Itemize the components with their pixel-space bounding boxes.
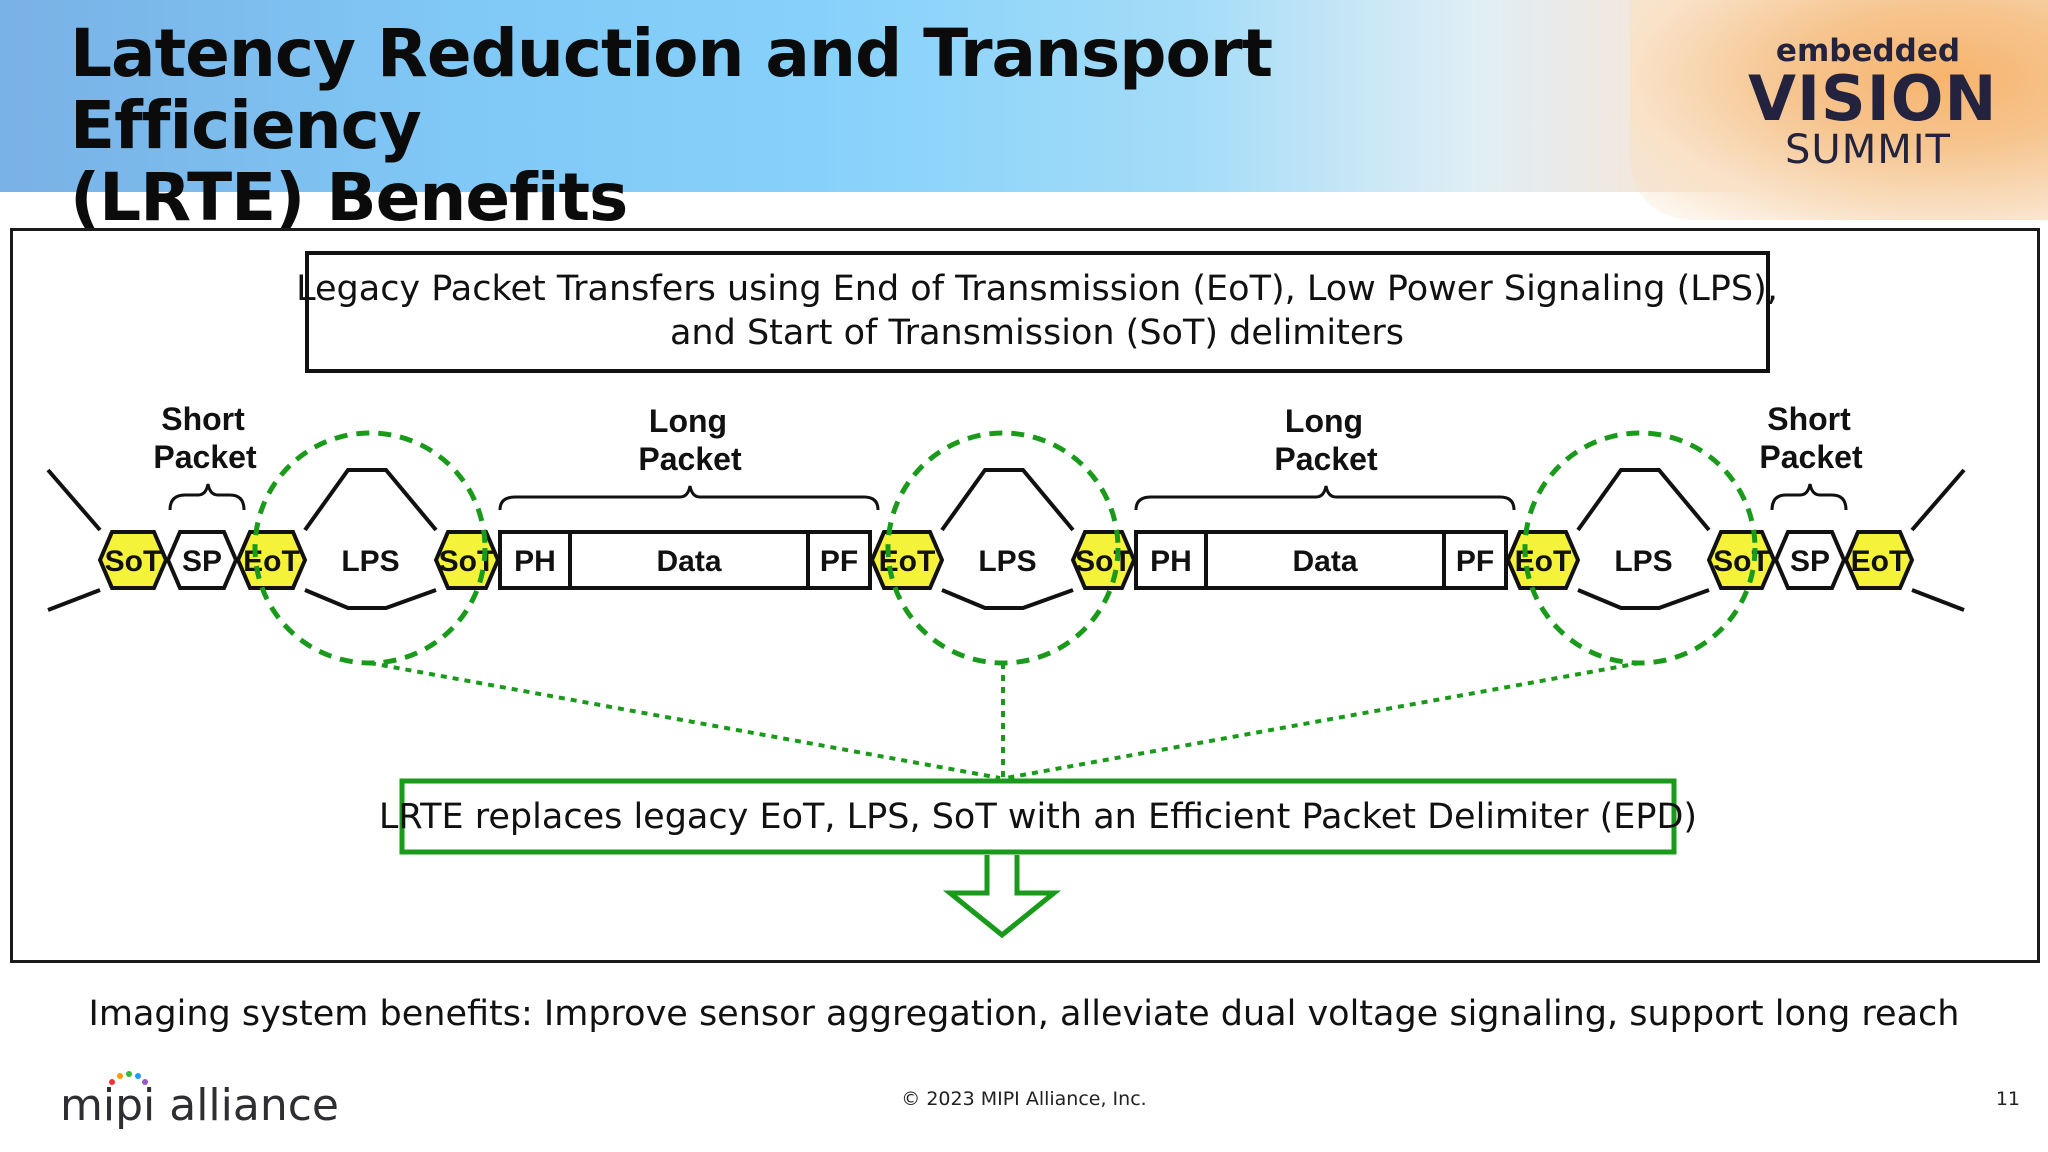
pf-label: PF — [1456, 545, 1494, 578]
lead-line-bottom-right — [1911, 588, 1965, 612]
segment-ph: PH — [1134, 530, 1208, 590]
segment-sp: SP — [165, 530, 239, 590]
segment-eot: EoT — [1505, 530, 1581, 590]
sp-label: SP — [1790, 545, 1830, 578]
legacy-text-line-2: and Start of Transmission (SoT) delimite… — [670, 313, 1404, 353]
brace-label-line1: Short — [161, 401, 245, 437]
logo-line-vision: VISION — [1748, 62, 1998, 135]
title-line-1: Latency Reduction and Transport Efficien… — [70, 15, 1273, 164]
segment-sot: SoT — [1070, 530, 1137, 590]
brace-label-long-right: Long Packet — [1274, 403, 1378, 477]
brace-label-line1: Long — [649, 403, 727, 439]
lps-hump-2 — [940, 468, 1075, 610]
data-box — [568, 530, 810, 590]
eot-label: EoT — [1851, 545, 1908, 578]
benefits-text: Imaging system benefits: Improve sensor … — [88, 994, 1960, 1034]
lps-hump-1 — [303, 468, 438, 610]
converge-line-right — [1005, 661, 1641, 780]
lead-line-bottom-left — [47, 588, 101, 612]
copyright-text: © 2023 MIPI Alliance, Inc. — [901, 1088, 1147, 1110]
segment-eot: EoT — [1843, 530, 1915, 590]
legacy-text-line-1: Legacy Packet Transfers using End of Tra… — [296, 269, 1778, 309]
title-line-2: (LRTE) Benefits — [70, 159, 628, 236]
brace-label-line1: Short — [1767, 401, 1851, 437]
lps-label: LPS — [1614, 545, 1672, 578]
segment-lps: LPS — [341, 545, 399, 578]
eot-label: EoT — [243, 545, 300, 578]
brace-label-line2: Packet — [638, 441, 742, 477]
segment-lps: LPS — [978, 545, 1036, 578]
segment-data: Data — [1204, 530, 1446, 590]
ph-label: PH — [1150, 545, 1192, 578]
logo-line-embedded: embedded — [1775, 33, 1961, 69]
brace-label-short-left: Short Packet — [153, 401, 257, 475]
segment-sp: SP — [1773, 530, 1847, 590]
eot-hexagon — [1843, 530, 1915, 590]
segment-pf: PF — [1442, 530, 1508, 590]
segment-ph: PH — [498, 530, 572, 590]
brace-label-line2: Packet — [1274, 441, 1378, 477]
brace-label-short-right: Short Packet — [1759, 401, 1863, 475]
brace-label-line2: Packet — [1759, 439, 1863, 475]
brace-long-left — [498, 485, 880, 511]
ph-label: PH — [514, 545, 556, 578]
brace-label-long-left: Long Packet — [638, 403, 742, 477]
page-number: 11 — [1995, 1088, 2020, 1110]
logo-line-summit: SUMMIT — [1785, 127, 1951, 173]
mipi-dots-icon — [109, 1071, 148, 1085]
data-label: Data — [656, 545, 721, 578]
lrte-box — [399, 778, 1677, 855]
brace-long-right — [1134, 485, 1516, 511]
lps-label: LPS — [978, 545, 1036, 578]
legacy-box — [305, 251, 1770, 373]
segment-sot: SoT — [97, 530, 169, 590]
brace-short-right — [1770, 483, 1848, 511]
embedded-vision-summit-logo: embedded VISION SUMMIT — [1748, 33, 1998, 184]
packet-row: SoT SP EoT LPS SoT PH Data PF EoT LPS SoT PH Data PF E… — [97, 530, 1915, 590]
lps-hump-3 — [1576, 468, 1711, 610]
segment-sot: SoT — [433, 530, 501, 590]
down-arrow-icon — [942, 855, 1062, 939]
segment-eot: EoT — [235, 530, 308, 590]
sp-label: SP — [182, 545, 222, 578]
diagram-frame — [10, 228, 2040, 963]
slide-title: Latency Reduction and Transport Efficien… — [70, 18, 1590, 234]
lps-label: LPS — [341, 545, 399, 578]
brace-label-line1: Long — [1285, 403, 1363, 439]
data-label: Data — [1292, 545, 1357, 578]
brace-short-left — [168, 483, 246, 511]
segment-lps: LPS — [1614, 545, 1672, 578]
segment-eot: EoT — [869, 530, 945, 590]
converge-line-left — [369, 661, 1001, 780]
segment-sot: SoT — [1706, 530, 1777, 590]
segment-data: Data — [568, 530, 810, 590]
lrte-text: LRTE replaces legacy EoT, LPS, SoT with … — [379, 797, 1697, 837]
brace-label-line2: Packet — [153, 439, 257, 475]
pf-label: PF — [820, 545, 858, 578]
lead-line-top-left — [46, 468, 102, 532]
sot-label: SoT — [1075, 545, 1132, 578]
segment-pf: PF — [806, 530, 872, 590]
lead-line-top-right — [1910, 468, 1966, 532]
mipi-alliance-logo: mipi alliance — [60, 1080, 339, 1131]
header-accent — [1630, 0, 2048, 220]
sot-label: SoT — [1713, 545, 1770, 578]
sot-label: SoT — [105, 545, 162, 578]
